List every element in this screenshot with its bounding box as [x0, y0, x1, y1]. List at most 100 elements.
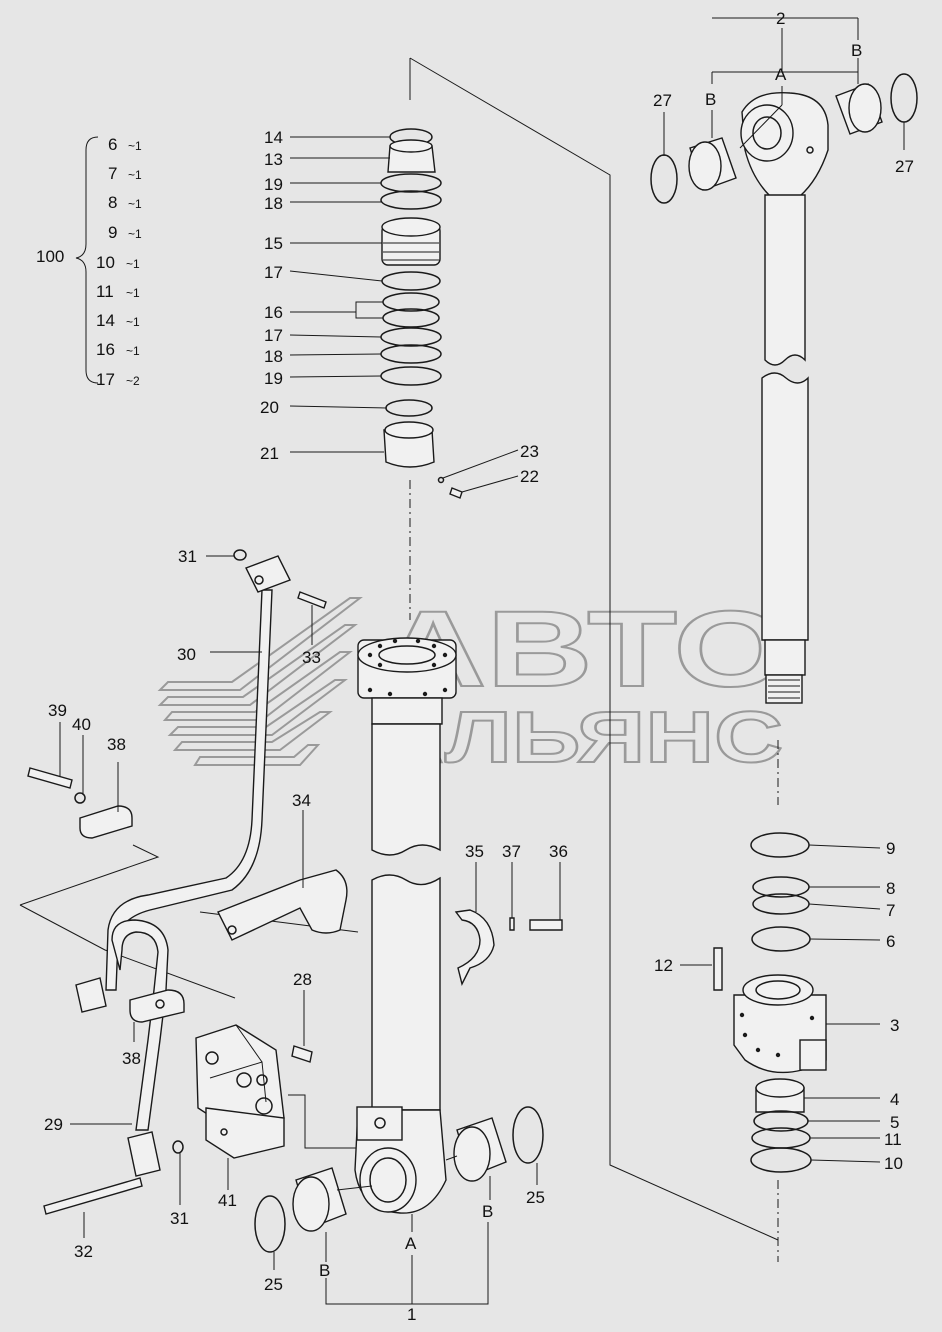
- callout: 36: [549, 842, 568, 861]
- callout: B: [319, 1261, 330, 1280]
- kit-item: 7 ~1: [108, 164, 142, 183]
- kit-item-qty: ~1: [126, 344, 140, 358]
- callout: 31: [178, 547, 197, 566]
- callout: 4: [890, 1090, 899, 1109]
- pipe-top-block: [245, 555, 291, 593]
- part-22-screw: [449, 487, 463, 499]
- callout: B: [851, 41, 862, 60]
- part-b-bushing-bottom-right: [453, 1117, 507, 1182]
- kit-item-part: 16: [96, 340, 115, 359]
- callout: 41: [218, 1191, 237, 1210]
- part-27-left: [650, 154, 678, 204]
- part-41-valve-block: [195, 1024, 285, 1159]
- part-b-bushing-right: [835, 83, 883, 135]
- part-39-bolt: [27, 767, 73, 789]
- callout: 18: [264, 194, 283, 213]
- kit-item-qty: ~1: [128, 168, 142, 182]
- kit-item: 6~1: [108, 135, 142, 154]
- kit-item-qty: ~1: [126, 286, 140, 300]
- part-6: [751, 926, 811, 952]
- kit-item-qty: ~2: [126, 374, 140, 388]
- part-31-upper: [233, 549, 247, 561]
- assembly-lines: [19, 57, 779, 1262]
- part-17-bottom: [380, 327, 442, 347]
- callout: 17: [264, 263, 283, 282]
- callout: 5: [890, 1113, 899, 1132]
- part-19-bottom: [380, 366, 442, 386]
- callout: 28: [293, 970, 312, 989]
- kit-item-part: 8: [108, 193, 117, 212]
- bottom-eye-parts: [254, 1045, 544, 1253]
- part-27-right: [890, 73, 918, 123]
- part-29-pipe: [111, 919, 169, 1131]
- callout: 19: [264, 369, 283, 388]
- callout: A: [405, 1234, 417, 1253]
- callout: 18: [264, 347, 283, 366]
- part-20: [385, 399, 433, 417]
- callout: 31: [170, 1209, 189, 1228]
- part-40-washer: [74, 792, 86, 804]
- callout: 40: [72, 715, 91, 734]
- part-28-fitting: [291, 1045, 313, 1063]
- callout: 20: [260, 398, 279, 417]
- cylinder-head-face: [357, 637, 457, 673]
- callout: 7: [886, 901, 895, 920]
- cylinder-tube: [354, 637, 457, 1214]
- callout: 27: [653, 91, 672, 110]
- kit-item-qty: ~1: [126, 257, 140, 271]
- part-35-band: [454, 909, 495, 987]
- kit-item: 8 ~1: [108, 193, 142, 212]
- kit-item: 17 ~2: [96, 370, 140, 389]
- kit-item-qty: ~1: [128, 197, 142, 211]
- part-37-washer: [509, 917, 515, 931]
- callout: 6: [886, 932, 895, 951]
- callout: 19: [264, 175, 283, 194]
- callout: 14: [264, 128, 283, 147]
- callout: 38: [107, 735, 126, 754]
- watermark: АВТО АЛЬЯНС: [157, 587, 789, 779]
- part-17-top: [381, 271, 441, 291]
- kit-item-part: 17: [96, 370, 115, 389]
- callout: 21: [260, 444, 279, 463]
- callout: 39: [48, 701, 67, 720]
- callout: 34: [292, 791, 311, 810]
- part-12-bolt: [713, 947, 723, 991]
- part-38-clamp-upper: [79, 805, 133, 839]
- kit-item-part: 14: [96, 311, 115, 330]
- pipe-fitting-left: [75, 977, 107, 1013]
- part-23-ball: [437, 476, 445, 484]
- callout: A: [775, 65, 787, 84]
- part-b-bushing-left: [688, 137, 737, 191]
- kit-item: 10 ~1: [96, 253, 140, 272]
- callout: 35: [465, 842, 484, 861]
- kit-label: 100: [36, 247, 64, 266]
- kit-item-part: 10: [96, 253, 115, 272]
- kit-item: 9~1: [108, 223, 142, 242]
- callout: 32: [74, 1242, 93, 1261]
- piston-rod: [650, 73, 918, 704]
- pipe-brackets: [217, 869, 563, 987]
- callout: B: [482, 1202, 493, 1221]
- kit-item-part: 7: [108, 164, 117, 183]
- callout: 16: [264, 303, 283, 322]
- kit-item-part: 11: [96, 282, 114, 301]
- cylinder-head-gland: [713, 832, 827, 1173]
- callout: 29: [44, 1115, 63, 1134]
- seal-kit-list: 100 6~1 7~1 8~1 9~1 10~1 11~1 14~1 16~1 …: [36, 135, 142, 389]
- callout: 27: [895, 157, 914, 176]
- part-32-bolt: [43, 1177, 143, 1215]
- part-21-nut: [383, 429, 435, 468]
- part-30-pipe: [105, 589, 273, 991]
- callout: 25: [264, 1275, 283, 1294]
- callout: 33: [302, 648, 321, 667]
- kit-item: 16 ~1: [96, 340, 140, 359]
- callout: 38: [122, 1049, 141, 1068]
- part-25-left: [254, 1195, 286, 1253]
- callout: 11: [884, 1130, 902, 1149]
- kit-item: 14~1: [96, 311, 140, 330]
- part-18-bottom: [380, 344, 442, 364]
- kit-item-part: 9: [108, 223, 117, 242]
- part-b-bushing-bottom-left: [292, 1167, 347, 1232]
- rod-thread: [765, 674, 803, 704]
